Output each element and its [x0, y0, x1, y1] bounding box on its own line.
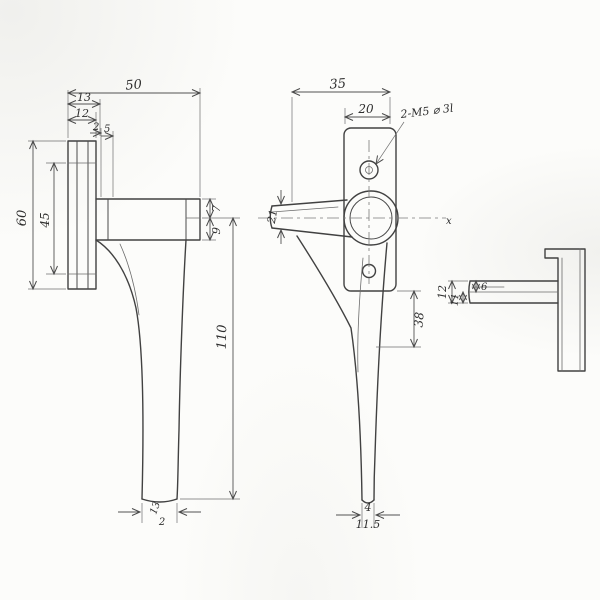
dim-plate-width: 20 — [357, 102, 374, 116]
dim-grip-end-note: 2 — [158, 517, 165, 528]
side-view: 50 13 12 2 5 60 45 7 9 1 — [15, 77, 240, 528]
dim-tip-width: 11.5 — [356, 518, 381, 531]
neck-profile-outline — [468, 280, 559, 304]
arm-top-edge — [271, 199, 348, 207]
dim-tip-thickness: 4 — [364, 501, 372, 514]
dim-step-5: 5 — [104, 124, 110, 135]
front-view: x 35 20 2-M5 ⌀ 3l 21 38 4 11.5 — [258, 76, 455, 531]
arm-bottom-edge — [271, 227, 353, 238]
centerline-mark: x — [446, 216, 452, 227]
grip-right-edge — [373, 242, 388, 501]
grip-left-edge — [95, 239, 144, 500]
grip-left-edge — [296, 235, 363, 501]
grip-accent-line — [119, 243, 140, 316]
dim-grip-end: 13 — [148, 500, 163, 516]
leader-line — [375, 121, 405, 166]
grip-bottom-cap — [361, 499, 375, 504]
grip-accent-line — [357, 257, 364, 373]
dim-section-step: 6 — [481, 282, 488, 293]
dim-section-inner: 11 — [449, 293, 461, 307]
dim-handle-drop: 110 — [215, 324, 230, 349]
dim-plate-height: 60 — [15, 210, 30, 227]
arm-accent-line — [271, 206, 339, 213]
arm-end-cap — [269, 205, 273, 229]
dim-neck-lower: 9 — [210, 227, 224, 235]
dim-overall-depth: 50 — [125, 77, 143, 93]
grip-right-edge — [176, 239, 187, 500]
neck-outline — [95, 198, 201, 241]
grip-bottom-cap — [141, 498, 178, 503]
dim-plate-step: 13 — [77, 91, 91, 104]
dim-lower-offset: 38 — [411, 311, 426, 328]
plate-outline — [67, 140, 97, 290]
dim-neck-upper: 7 — [210, 205, 224, 213]
dim-hole-spacing: 45 — [38, 212, 52, 228]
dim-arm-end: 21 — [265, 208, 280, 225]
dim-section-thickness: 12 — [436, 285, 449, 299]
section-view: 12 6 11 — [436, 248, 586, 372]
dim-step-2: 2 — [92, 122, 99, 133]
dim-plate-top-offset: 35 — [329, 76, 347, 92]
plate-profile-outline — [544, 248, 586, 372]
hole-note: 2-M5 ⌀ 3l — [399, 102, 455, 122]
dim-plate-thickness: 12 — [75, 107, 89, 120]
